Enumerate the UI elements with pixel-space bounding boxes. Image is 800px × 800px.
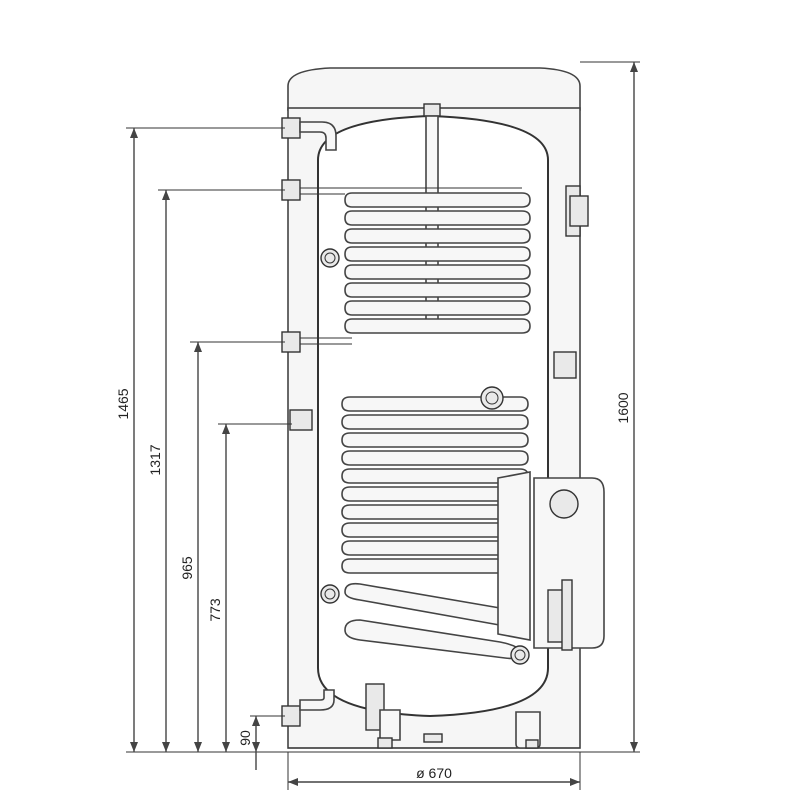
inspection-flange — [497, 471, 605, 651]
dim-label-965: 965 — [179, 556, 195, 580]
sensor-port-middle — [480, 386, 504, 410]
sensor-port-upper — [320, 248, 340, 268]
dim-label-773: 773 — [207, 598, 223, 622]
dim-label-1600: 1600 — [615, 392, 631, 423]
sensor-port-lower — [320, 584, 340, 604]
dim-label-1317: 1317 — [147, 444, 163, 475]
bottom-center-plug — [423, 733, 443, 743]
thermometer-sleeve — [565, 185, 589, 237]
connection-recirculation — [289, 409, 313, 431]
electric-heater-port — [553, 351, 577, 379]
dim-label-90: 90 — [237, 730, 253, 746]
dimension-lines — [126, 61, 640, 790]
dim-label-diameter: ø 670 — [416, 765, 452, 781]
dim-label-1465: 1465 — [115, 388, 131, 419]
upper-coil — [300, 187, 531, 345]
connection-top-outlet — [281, 117, 337, 151]
connection-bottom-inlet — [281, 689, 335, 727]
foot-right — [515, 711, 541, 749]
drain-pipe — [365, 683, 401, 749]
sensor-port-bottom — [510, 645, 530, 665]
